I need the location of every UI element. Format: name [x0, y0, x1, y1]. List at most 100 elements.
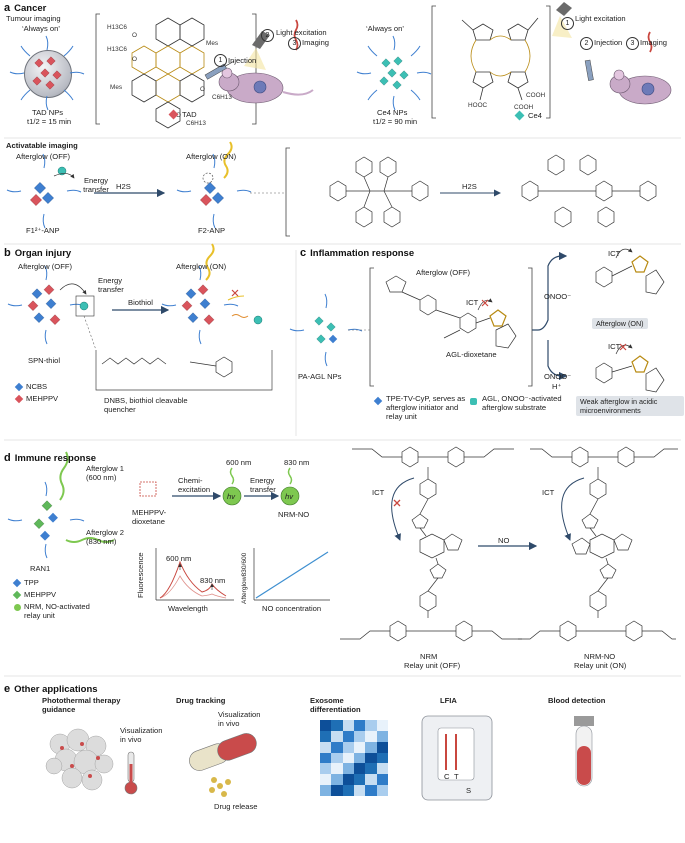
lfia-c-label: C [444, 772, 450, 781]
mehppv-legend-label-d: MEHPPV [24, 590, 57, 599]
heatmap-cell [353, 785, 366, 796]
spectrum-830-label: 830 nm [200, 576, 226, 585]
step-circle-1: 1 [214, 54, 227, 67]
agl-legend-hexagon [470, 398, 477, 405]
heatmap-cell [376, 774, 388, 786]
nm830-label: 830 nm [284, 458, 310, 467]
heatmap-cell [331, 785, 343, 796]
heatmap-cell [353, 741, 366, 753]
heatmap-cell [376, 763, 388, 775]
heatmap-cell [320, 720, 332, 731]
drug-tracking-caption: Visualization in vivo [218, 710, 261, 728]
nm600-label: 600 nm [226, 458, 252, 467]
blood-detection-title: Blood detection [548, 696, 606, 705]
step-circle-r3: 3 [626, 37, 639, 50]
drug-tracking-title: Drug tracking [176, 696, 226, 705]
always-on-label-2: ‘Always on’ [366, 24, 404, 33]
heatmap-cell [365, 720, 377, 731]
heatmap-cell [342, 763, 354, 775]
tad-sub-3: H13C6 [107, 46, 127, 53]
heatmap-cell [376, 785, 388, 796]
ce4-group-2: COOH [526, 92, 546, 99]
spn-thiol-label: SPN-thiol [28, 356, 61, 365]
relay-off-label: Relay unit (OFF) [404, 661, 461, 670]
nrm-no-label: NRM-NO [584, 652, 616, 661]
ce4-group-3: COOH [514, 104, 534, 111]
ict-label-d-right: ICT [542, 488, 555, 497]
mehppv-legend-label-b: MEHPPV [26, 394, 59, 403]
heatmap-cell [365, 774, 377, 786]
heatmap-cell [365, 730, 377, 742]
heatmap-cell [365, 763, 377, 775]
tad-sub-4: O [132, 56, 137, 63]
energy-transfer-d: Energy transfer [250, 476, 276, 494]
exosome-heatmap [320, 720, 388, 796]
afterglow-off-b: Afterglow (OFF) [18, 262, 73, 271]
lfia-title: LFIA [440, 696, 457, 705]
heatmap-cell [365, 741, 377, 753]
step-injection-right: Injection [594, 38, 623, 47]
relay-on-label: Relay unit (ON) [574, 661, 627, 670]
hv-label-2: hv [285, 492, 294, 501]
tumour-imaging-label: Tumour imaging [6, 14, 61, 23]
exosome-title: Exosome differentiation [310, 696, 361, 714]
tad-sub-9: O [176, 112, 181, 119]
heatmap-cell [353, 752, 366, 764]
lfia-t-label: T [454, 772, 459, 781]
heatmap-cell [331, 763, 343, 775]
h2s-arrow-label-2: H2S [462, 182, 477, 191]
heatmap-cell [353, 763, 366, 775]
heatmap-cell [331, 741, 343, 753]
always-on-label: ‘Always on’ [22, 24, 60, 33]
nrm-legend-label: NRM, NO-activated relay unit [24, 602, 90, 620]
energy-transfer-a: Energy transfer [83, 176, 109, 194]
f1-anp-label: F1²⁺-ANP [26, 226, 60, 235]
step-imaging-left: Imaging [302, 38, 330, 47]
onoo-label-1: ONOO⁻ [544, 292, 572, 301]
tad-sub-2: O [132, 32, 137, 39]
f2-anp-label: F2-ANP [198, 226, 226, 235]
heatmap-cell [320, 785, 332, 796]
agl-legend-label: AGL, ONOO⁻-activated afterglow substrate [482, 394, 562, 412]
h2s-arrow-label: H2S [116, 182, 131, 191]
afterglow-on-b: Afterglow (ON) [176, 262, 227, 271]
heatmap-cell [365, 752, 377, 764]
spectrum-600-label: 600 nm [166, 554, 192, 563]
activatable-imaging-label: Activatable imaging [6, 141, 78, 150]
energy-transfer-b: Energy transfer [98, 276, 124, 294]
step-circle-3: 3 [288, 37, 301, 50]
heatmap-cell [331, 720, 343, 731]
heatmap-cell [320, 774, 332, 786]
step-circle-2: 2 [261, 29, 274, 42]
step-circle-r2: 2 [580, 37, 593, 50]
tad-sub-5: Mes [206, 40, 219, 47]
afterglow-on-box: Afterglow (ON) [592, 318, 648, 329]
afterglow1-label: Afterglow 1 (600 nm) [86, 464, 124, 482]
drug-release-caption: Drug release [214, 802, 258, 811]
afterglow-off-a: Afterglow (OFF) [16, 152, 71, 161]
heatmap-cell [365, 785, 377, 796]
tpp-legend-label: TPP [24, 578, 39, 587]
heatmap-cell [320, 763, 332, 775]
heatmap-cell [376, 720, 388, 731]
tad-sub-7: O [200, 86, 205, 93]
heatmap-cell [376, 752, 388, 764]
tad-half-life: t1/2 = 15 min [27, 117, 72, 126]
heatmap-cell [342, 720, 354, 731]
heatmap-cell [320, 730, 332, 742]
tpe-legend-label: TPE-TV-CyP, serves as afterglow initiato… [386, 394, 466, 421]
weak-afterglow-box: Weak afterglow in acidic microenvironmen… [576, 396, 684, 416]
afterglow-off-c: Afterglow (OFF) [416, 268, 471, 277]
mehppv-dioxetane-label: MEHPPV-dioxetane [132, 508, 167, 526]
lfia-s-label: S [466, 786, 472, 795]
dnbs-label: DNBS, biothiol cleavable quencher [104, 396, 188, 414]
tad-legend-label: TAD [182, 110, 197, 119]
heatmap-cell [342, 785, 354, 796]
nrm-no-small-label: NRM-NO [278, 510, 310, 519]
